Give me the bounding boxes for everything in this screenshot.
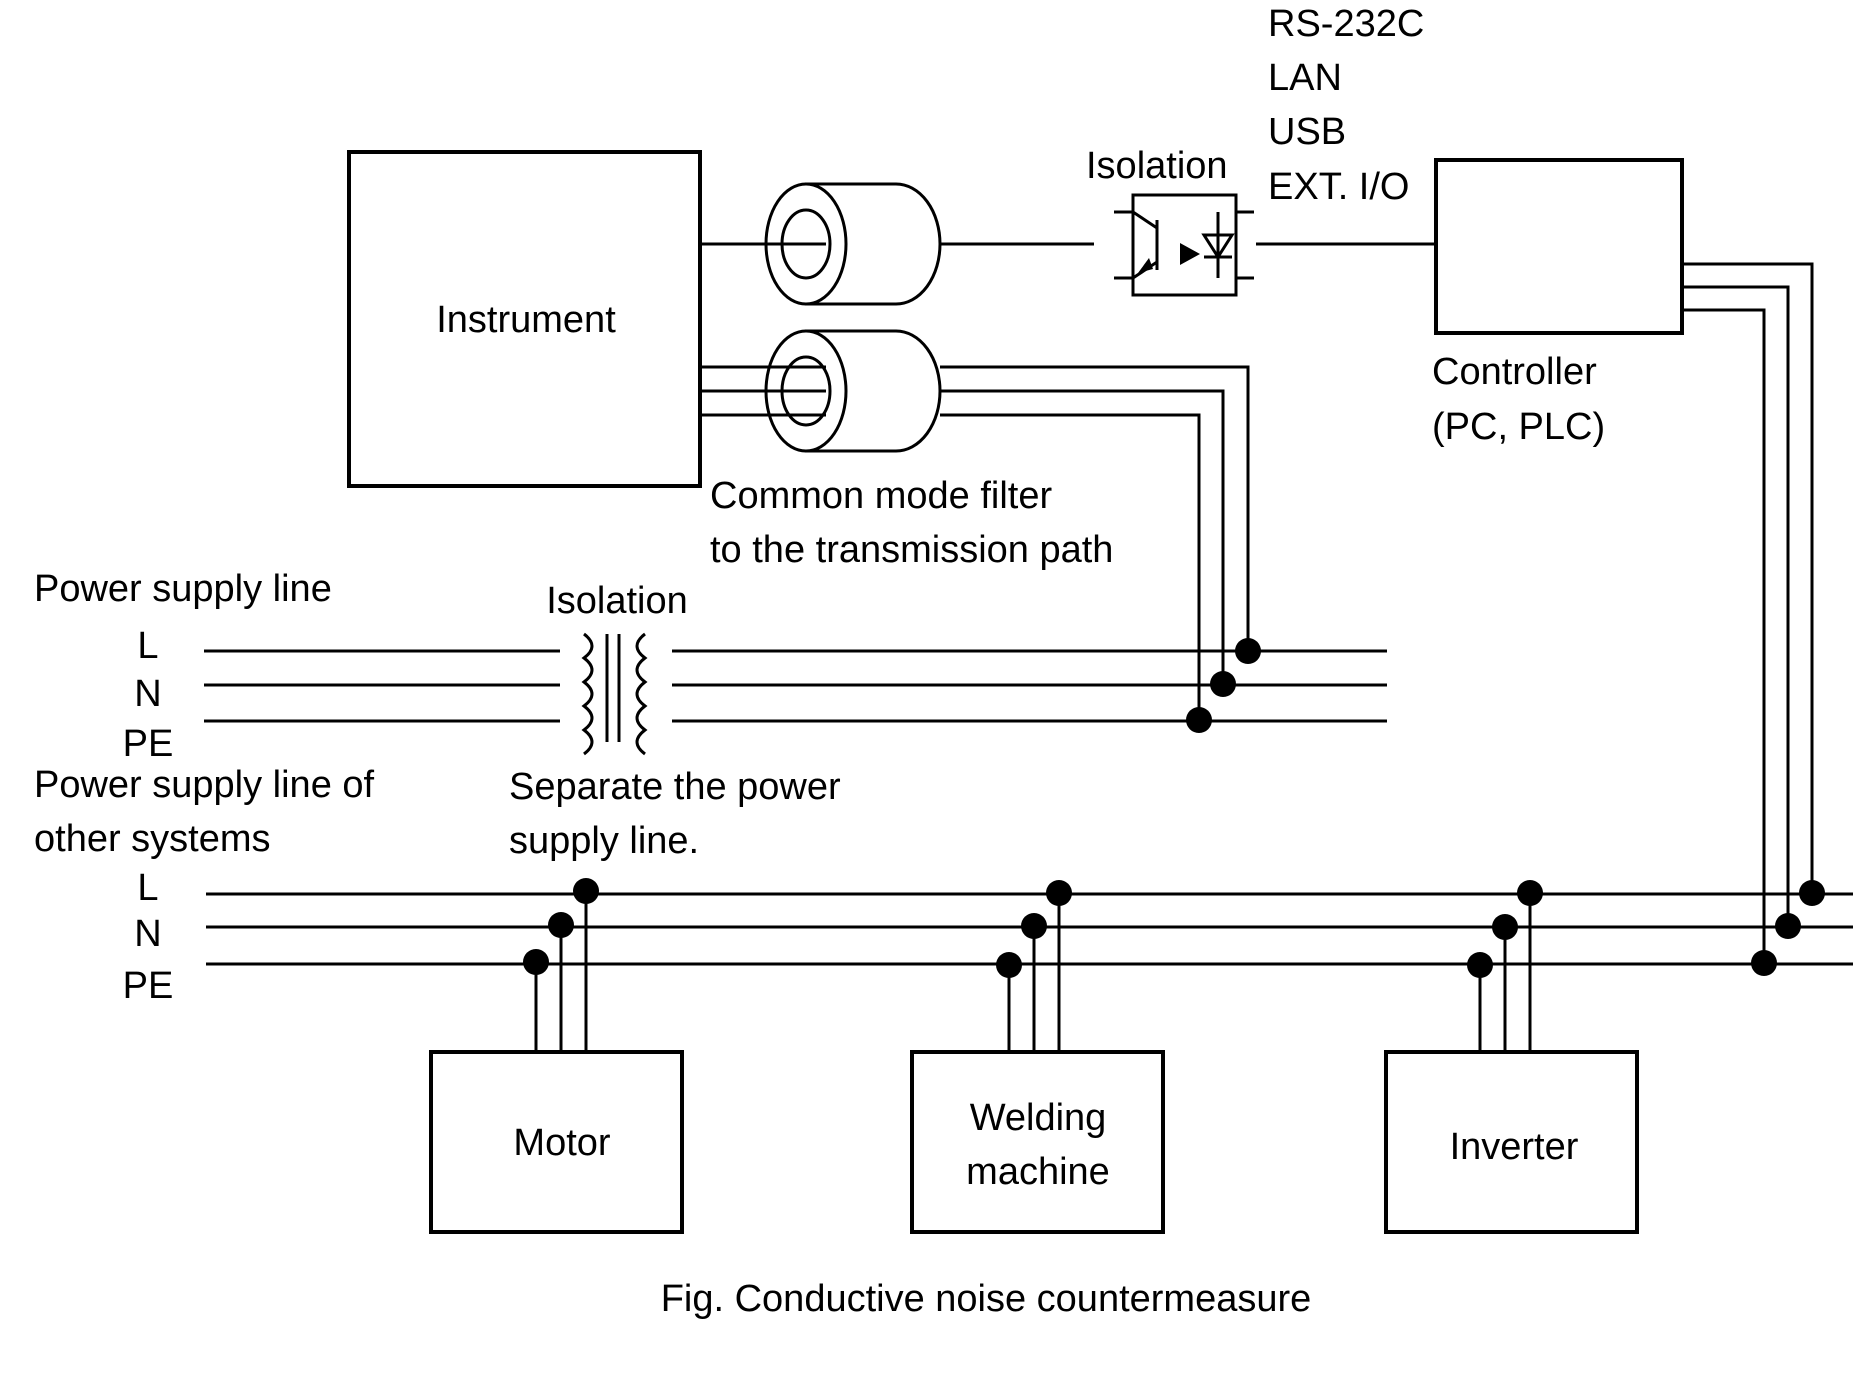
- ferrite-core-signal-icon: [764, 182, 942, 306]
- motor-box: [429, 1050, 684, 1234]
- junction-dot: [1775, 913, 1801, 939]
- power-line-label-pe: PE: [123, 723, 174, 765]
- inverter-label: Inverter: [1450, 1126, 1579, 1168]
- other-line-label-l: L: [137, 867, 158, 909]
- photocoupler-icon: [1114, 193, 1254, 297]
- controller-power-cable: [1682, 262, 1814, 963]
- power-supply-line: [204, 649, 1387, 723]
- welding-connection: [996, 880, 1072, 1052]
- inverter-box: [1384, 1050, 1639, 1234]
- cm-filter-label-line2: to the transmission path: [710, 529, 1113, 571]
- cm-filter-label-line1: Common mode filter: [710, 475, 1052, 517]
- interface-rs232c: RS-232C: [1268, 3, 1424, 45]
- other-line-label-pe: PE: [123, 965, 174, 1007]
- figure-caption: Fig. Conductive noise countermeasure: [661, 1278, 1312, 1320]
- power-line-title: Power supply line: [34, 568, 332, 610]
- junction-dot: [1186, 707, 1212, 733]
- junction-dot: [1210, 671, 1236, 697]
- interface-lan: LAN: [1268, 57, 1342, 99]
- welding-label-line2: machine: [966, 1151, 1110, 1193]
- interface-ext-io: EXT. I/O: [1268, 166, 1409, 208]
- controller-label-line2: (PC, PLC): [1432, 406, 1605, 448]
- power-line-label-l: L: [137, 625, 158, 667]
- instrument-box: [347, 150, 702, 488]
- welding-label-line1: Welding: [970, 1097, 1107, 1139]
- junction-dot: [1751, 950, 1777, 976]
- controller-label-line1: Controller: [1432, 351, 1597, 393]
- isolation-transformer-icon: [581, 632, 648, 756]
- ferrite-core-power-icon: [700, 329, 942, 453]
- other-line-title-line2: other systems: [34, 818, 271, 860]
- motor-connection: [523, 878, 599, 1052]
- power-line-label-n: N: [134, 673, 161, 715]
- instrument-label: Instrument: [436, 299, 616, 341]
- separate-note-line1: Separate the power: [509, 766, 841, 808]
- junction-dot: [1235, 638, 1261, 664]
- other-line-label-n: N: [134, 913, 161, 955]
- isolation-signal-label: Isolation: [1086, 145, 1228, 187]
- motor-label: Motor: [513, 1122, 610, 1164]
- other-line-title-line1: Power supply line of: [34, 764, 375, 806]
- junction-dot: [1799, 880, 1825, 906]
- isolation-power-label: Isolation: [546, 580, 688, 622]
- interface-usb: USB: [1268, 111, 1346, 153]
- inverter-connection: [1467, 880, 1543, 1052]
- separate-note-line2: supply line.: [509, 820, 699, 862]
- controller-box: [1434, 158, 1684, 335]
- welding-machine-box: [910, 1050, 1165, 1234]
